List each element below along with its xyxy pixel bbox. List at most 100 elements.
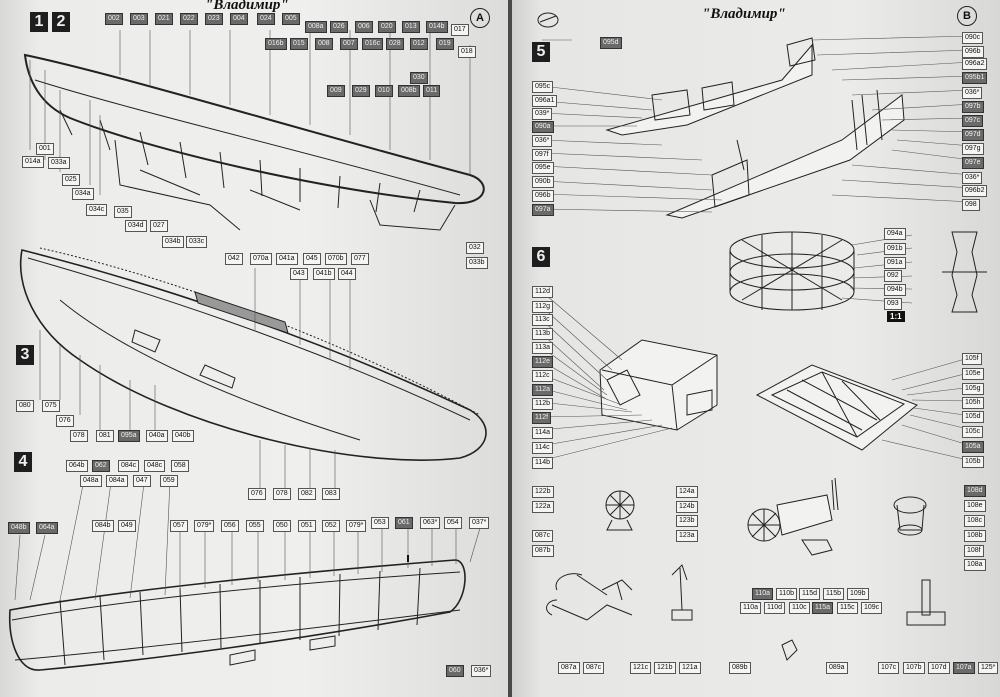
part-label: 039* [532,108,553,120]
part-label: 005 [282,13,300,25]
part-label: 062 [92,460,110,472]
part-label: 097a [532,204,554,216]
part-label: 095d [600,37,622,49]
part-label: 033c [186,236,208,248]
part-label: 089b [729,662,751,674]
part-label: 105f [962,353,982,365]
part-label: 097b [962,101,984,113]
part-label: 092 [884,270,902,282]
part-label: 114b [532,457,554,469]
part-label: 122a [532,501,554,513]
part-label: 004 [230,13,248,25]
part-label: 042 [225,253,243,265]
part-label: 003 [130,13,148,25]
part-label: 096b2 [962,185,988,197]
part-label: 078 [273,488,291,500]
part-label: 037* [469,517,490,529]
part-label: 108b [964,530,986,542]
part-label: 124b [676,501,698,513]
part-label: 093 [884,298,902,310]
part-label: 121b [654,662,676,674]
part-label: 053 [371,517,389,529]
part-label: 061 [395,517,413,529]
part-label: 112e [532,356,554,368]
part-label: 115a [812,602,834,614]
part-label: 105c [962,426,984,438]
part-label: 040b [172,430,194,442]
part-label: 110b [776,588,798,600]
part-label: 059 [160,475,178,487]
part-label: 008 [315,38,333,50]
part-label: 014b [426,21,448,33]
step-3: 3 [16,345,34,365]
part-label: 091a [884,257,906,269]
part-label: 110d [764,602,786,614]
part-label: 112f [532,412,552,424]
part-label: 114a [532,427,554,439]
part-label: 036* [471,665,492,677]
part-label: 008a [305,21,327,33]
part-label: 097f [532,149,552,161]
part-label: 105b [962,456,984,468]
part-label: 016c [362,38,384,50]
part-label: 056 [221,520,239,532]
part-label: 105d [962,411,984,423]
part-label: 076 [248,488,266,500]
part-label: 026 [330,21,348,33]
part-label: 049 [118,520,136,532]
part-label: 096b [532,190,554,202]
part-label: 060 [446,665,464,677]
part-label: 105e [962,368,984,380]
part-label: 076 [56,415,74,427]
part-label: 105h [962,397,984,409]
part-label: 087c [583,662,605,674]
part-label: 051 [298,520,316,532]
part-label: 109c [861,602,883,614]
part-label: 082 [298,488,316,500]
part-label: 029 [352,85,370,97]
part-label: 070a [250,253,272,265]
part-label: 006 [355,21,373,33]
part-label: 115b [823,588,845,600]
part-label: 077 [351,253,369,265]
part-label: 115c [837,602,858,614]
part-label: 096a2 [962,58,988,70]
part-label: 019 [436,38,454,50]
part-label: 050 [273,520,291,532]
part-label: 013 [402,21,420,33]
part-label: 034d [125,220,147,232]
part-label: 098 [962,199,980,211]
part-label: 125* [978,662,999,674]
part-label: 079* [346,520,367,532]
part-label: 057 [170,520,188,532]
part-label: 110a [752,588,774,600]
part-label: 122b [532,486,554,498]
part-label: 041a [276,253,298,265]
part-label: 034a [72,188,94,200]
part-label: 112b [532,398,554,410]
part-label: 096a1 [532,95,558,107]
part-label: 009 [327,85,345,97]
part-label: 112c [532,370,553,382]
part-label: 027 [150,220,168,232]
part-label: 110a [740,602,762,614]
step-6: 6 [532,247,550,267]
scale-badge: 1:1 [887,311,905,322]
part-label: 110c [789,602,810,614]
part-label: 112g [532,301,554,313]
part-label: 109b [847,588,869,600]
part-label: 095b1 [962,72,988,84]
step-4: 4 [14,452,32,472]
part-label: 108c [964,515,986,527]
part-label: 036* [532,135,553,147]
page-b-title: "Владимир" [702,6,786,22]
part-label: 058 [171,460,189,472]
part-label: 024 [257,13,275,25]
part-label: 075 [42,400,60,412]
page-b-drawings [537,12,987,661]
part-label: 095c [532,81,554,93]
part-label: 087c [532,530,554,542]
part-label: 064b [66,460,88,472]
